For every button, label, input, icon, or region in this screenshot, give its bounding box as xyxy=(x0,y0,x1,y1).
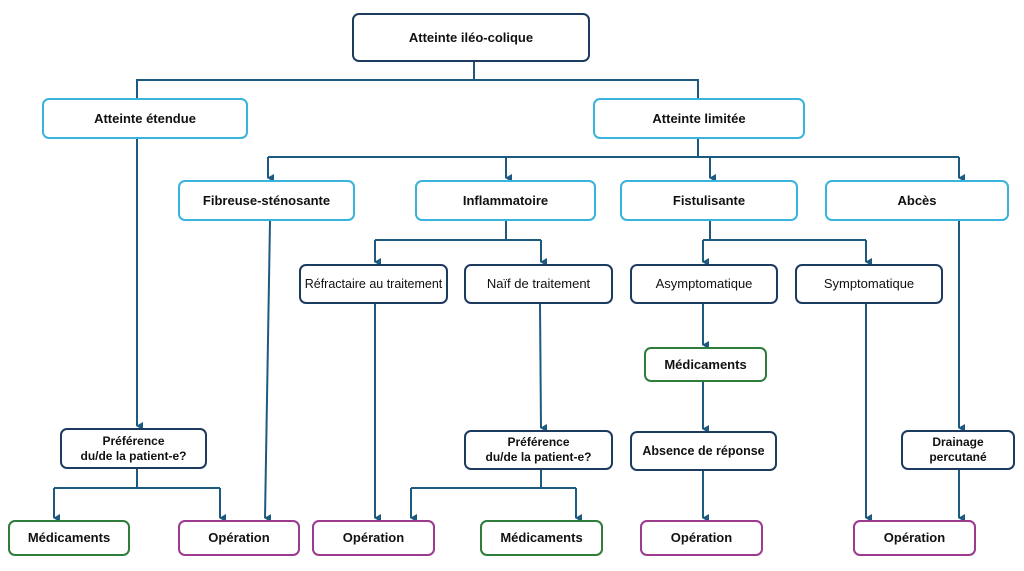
node-fibreuse-stenosante: Fibreuse-sténosante xyxy=(178,180,355,221)
node-refractaire: Réfractaire au traitement xyxy=(299,264,448,304)
node-drainage-percutane: Drainage percutané xyxy=(901,430,1015,470)
node-preference-left: Préférence du/de la patient-e? xyxy=(60,428,207,469)
edge-fistulisante-split xyxy=(703,221,866,241)
node-naif: Naïf de traitement xyxy=(464,264,613,304)
node-atteinte-ileo-colique: Atteinte iléo-colique xyxy=(352,13,590,62)
node-abces: Abcès xyxy=(825,180,1009,221)
edge-inflammatoire-split xyxy=(375,221,541,241)
node-atteinte-limitee: Atteinte limitée xyxy=(593,98,805,139)
node-leaf-operation-2: Opération xyxy=(312,520,435,556)
edge-naif-to-preference xyxy=(539,303,548,432)
node-leaf-operation-4: Opération xyxy=(853,520,976,556)
node-leaf-operation-1: Opération xyxy=(178,520,300,556)
node-leaf-medicaments-1: Médicaments xyxy=(8,520,130,556)
edge-preference-mid-split xyxy=(411,470,576,489)
node-absence-de-reponse: Absence de réponse xyxy=(630,431,777,471)
node-leaf-operation-3: Opération xyxy=(640,520,763,556)
node-medicaments-mid: Médicaments xyxy=(644,347,767,382)
edge-root-split xyxy=(136,62,699,98)
node-symptomatique: Symptomatique xyxy=(795,264,943,304)
node-asymptomatique: Asymptomatique xyxy=(630,264,778,304)
edge-preference-left-split xyxy=(54,469,220,489)
node-atteinte-etendue: Atteinte étendue xyxy=(42,98,248,139)
edge-fibreuse-to-operation xyxy=(264,220,272,523)
node-leaf-medicaments-2: Médicaments xyxy=(480,520,603,556)
edge-limitee-split xyxy=(268,139,959,158)
node-inflammatoire: Inflammatoire xyxy=(415,180,596,221)
node-fistulisante: Fistulisante xyxy=(620,180,798,221)
node-preference-mid: Préférence du/de la patient-e? xyxy=(464,430,613,470)
